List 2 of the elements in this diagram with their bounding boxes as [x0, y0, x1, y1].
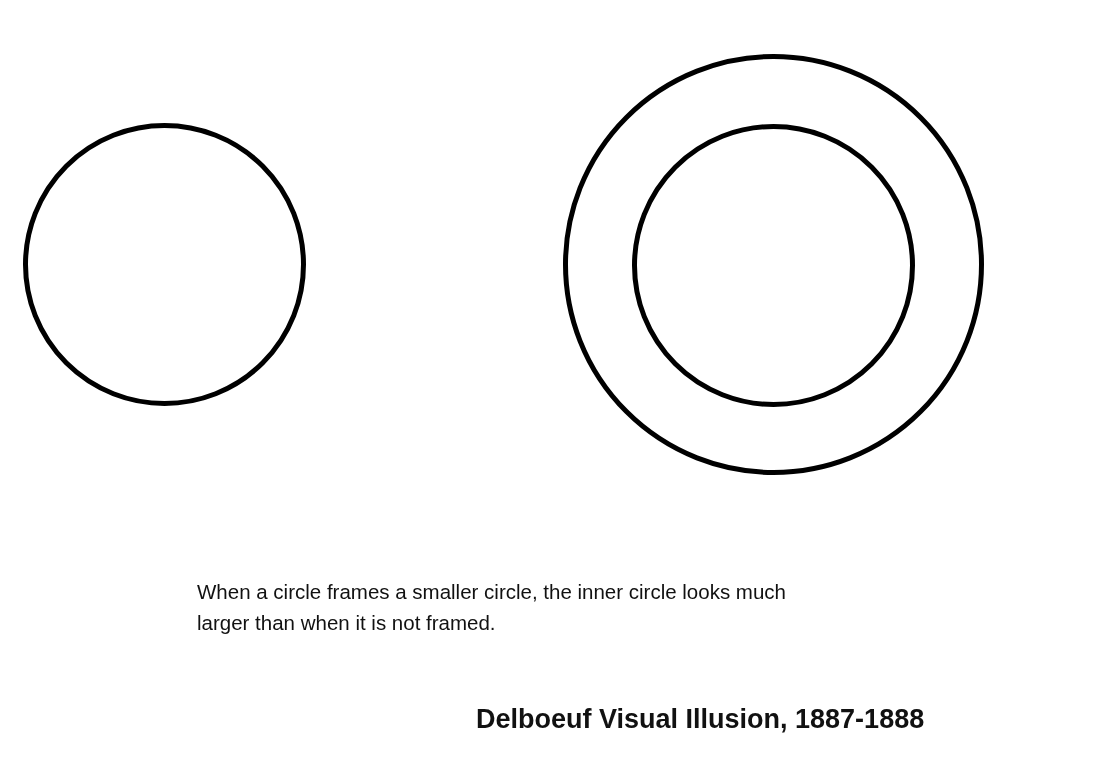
caption: When a circle frames a smaller circle, the inner circle looks much larger than when it is not framed. [197, 579, 787, 636]
title: Delboeuf Visual Illusion, 1887-1888 [476, 704, 925, 735]
